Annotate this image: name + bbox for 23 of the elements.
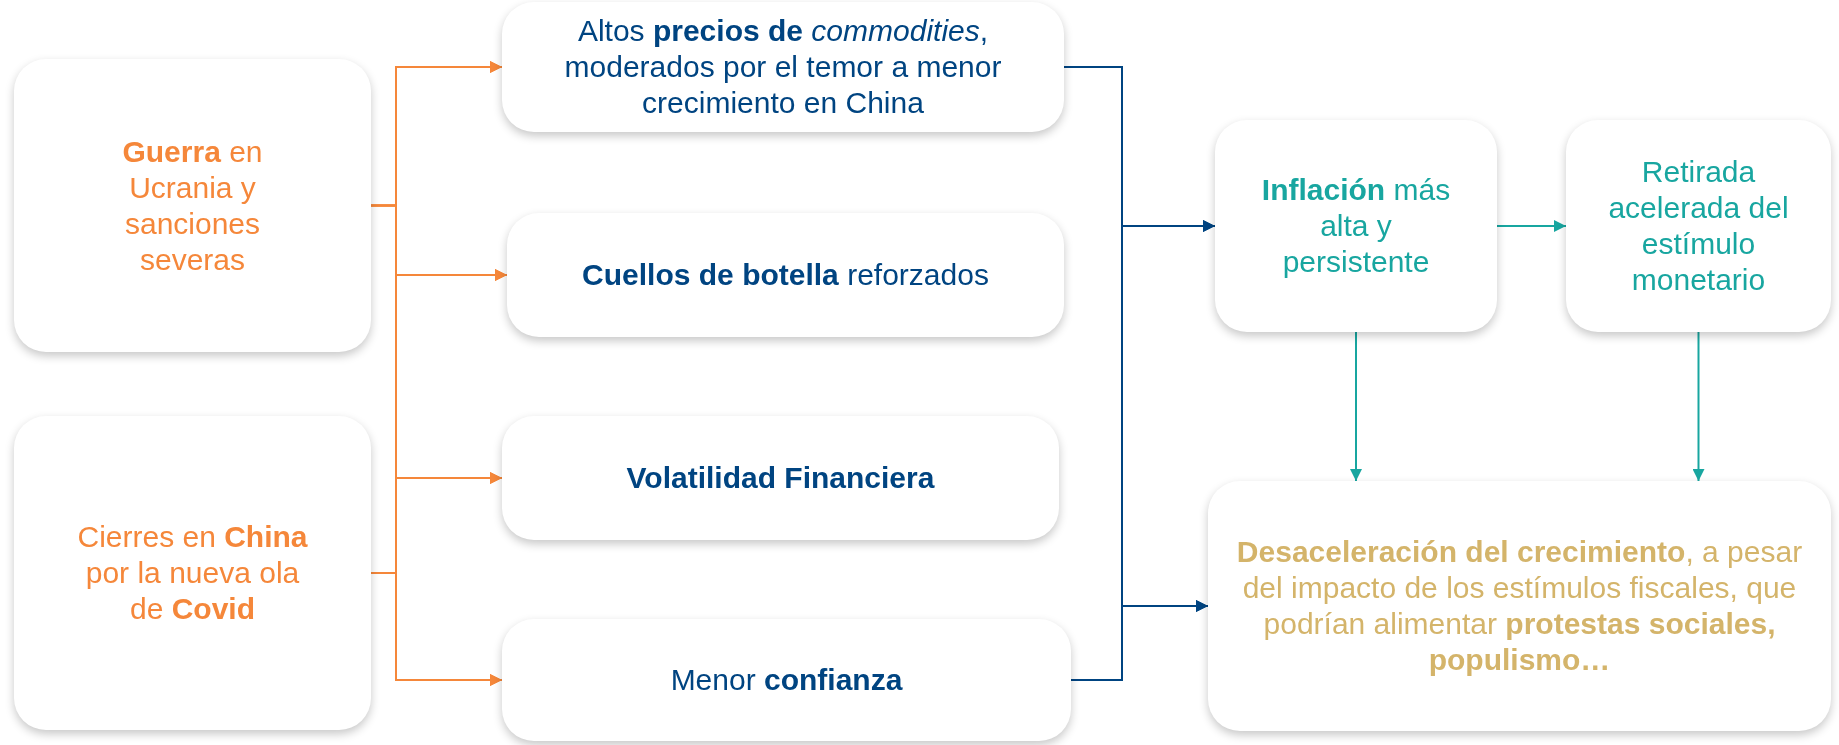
text-box	[14, 416, 371, 730]
box-text: Altos precios de commodities, moderados por el temor a menor crecimiento en China	[563, 13, 1003, 121]
text-box	[1566, 120, 1831, 332]
box-text: Volatilidad Financiera	[626, 460, 935, 496]
box-text: Menor confianza	[670, 662, 903, 698]
box-text: Cuellos de botella reforzados	[582, 257, 989, 293]
text-box	[14, 59, 371, 352]
box-text: Guerra en Ucrania y sanciones severas	[121, 133, 264, 278]
text-box	[502, 619, 1071, 741]
box-text: Desaceleración del crecimiento, a pesar del impacto de los estímulos fiscales, que podrían alimentar protestas sociales, populismo…	[1235, 534, 1804, 678]
box-text: Inflación más alta y persistente	[1260, 172, 1452, 280]
text-box	[1208, 481, 1831, 731]
text-box	[507, 213, 1064, 337]
box-text: Cierres en China por la nueva ola de Covid	[76, 519, 309, 627]
text-box	[502, 416, 1059, 540]
text-box	[1215, 120, 1497, 332]
arrow	[1496, 220, 1567, 232]
arrow	[1692, 331, 1705, 482]
arrow	[1350, 331, 1362, 482]
arrow	[370, 572, 503, 686]
arrow	[1070, 600, 1209, 681]
text-box	[502, 2, 1064, 132]
box-text: Retirada acelerada del estímulo monetario	[1607, 154, 1790, 298]
